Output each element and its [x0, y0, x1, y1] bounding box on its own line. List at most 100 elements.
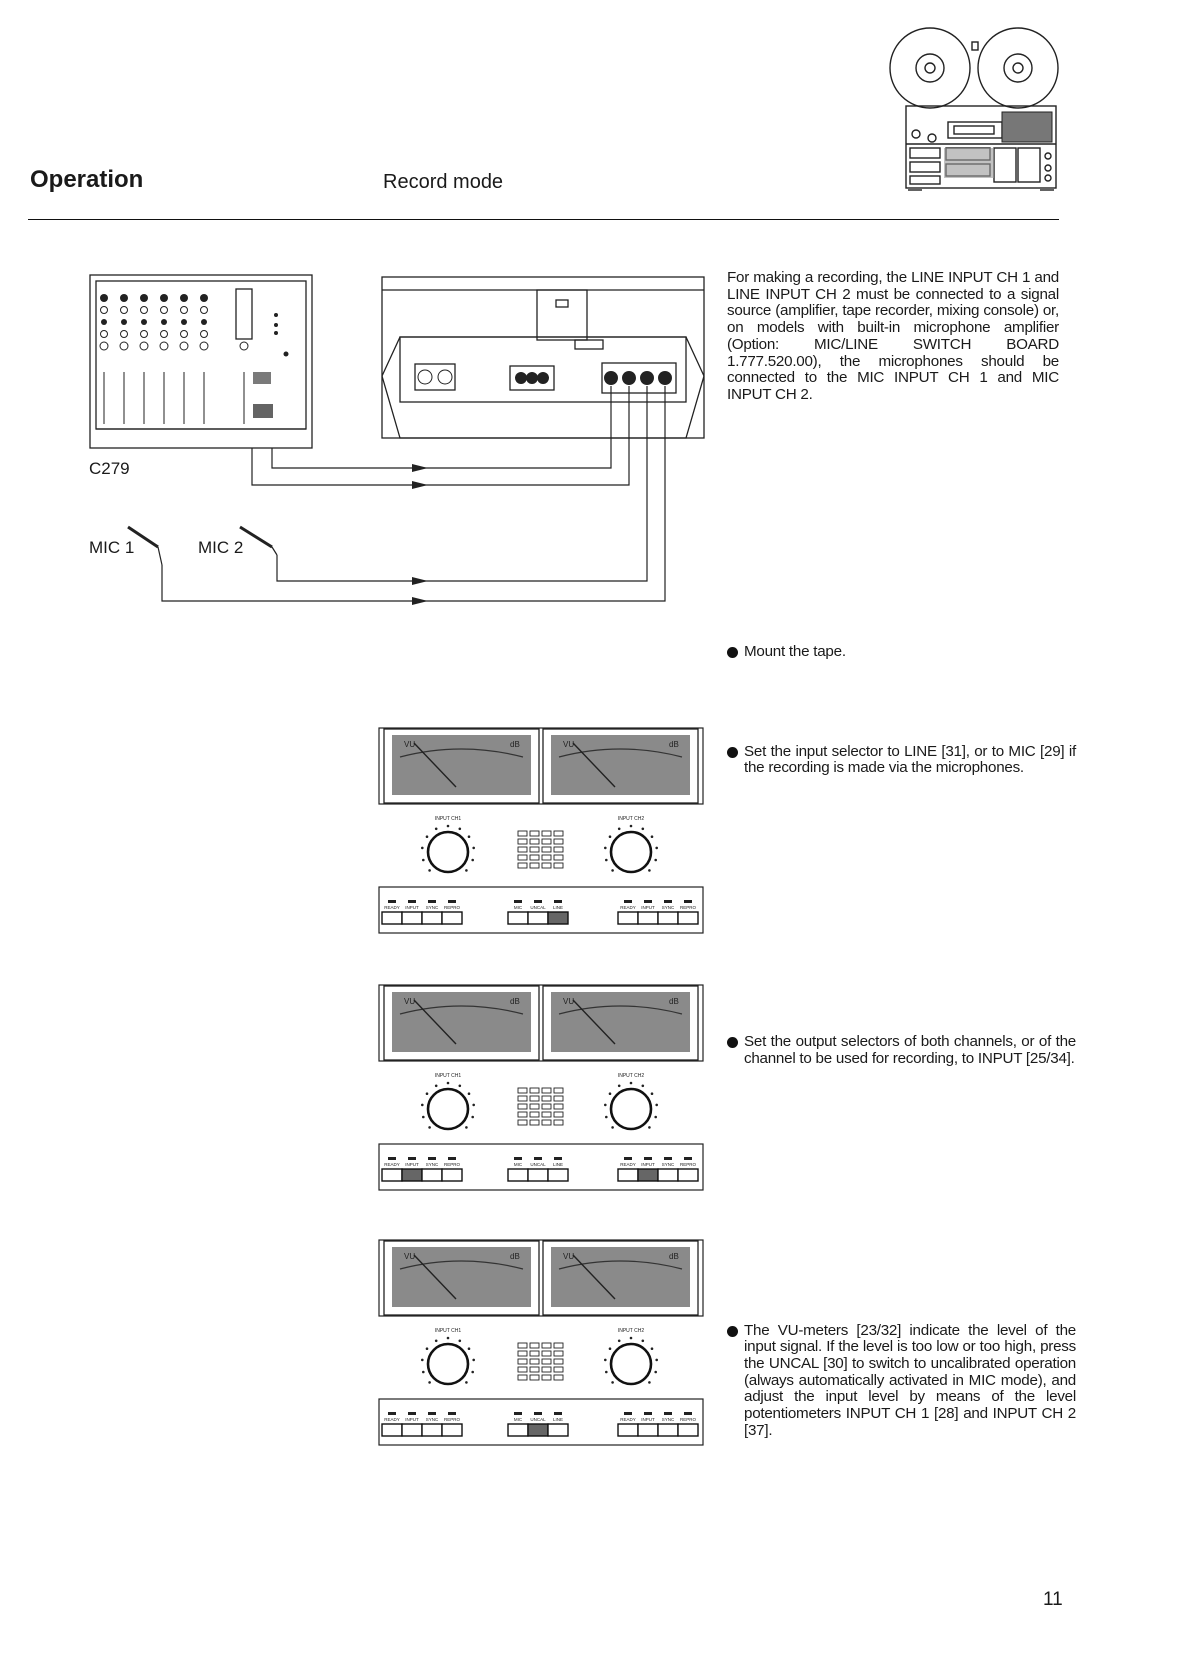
counter-cell [541, 1103, 552, 1110]
db-label: dB [510, 997, 520, 1006]
mixer-label: C279 [89, 459, 130, 478]
knob-scale-dot [650, 1347, 654, 1350]
selector-button [441, 1423, 463, 1437]
counter-cell [553, 1119, 564, 1126]
counter-cell [553, 1095, 564, 1102]
button-label: REPRO [444, 1162, 461, 1167]
counter-cell [541, 846, 552, 853]
counter-cell [529, 1374, 540, 1381]
counter-cell [541, 838, 552, 845]
knob-scale-dot [629, 1081, 633, 1085]
button-label: READY [384, 1162, 400, 1167]
knob-scale-dot [604, 846, 607, 850]
knob-scale-dot [655, 1103, 658, 1107]
vu-scale-arc [399, 1005, 524, 1015]
knob-scale-dot [422, 1370, 425, 1374]
selector-button [637, 911, 659, 925]
led-indicator [408, 1157, 416, 1160]
vu-needle [572, 999, 616, 1045]
button-label: UNCAL [530, 905, 546, 910]
counter-cell [553, 1350, 564, 1357]
knob-scale-dot [428, 1381, 431, 1384]
selector-button [507, 1423, 529, 1437]
button-label: REPRO [444, 1417, 461, 1422]
input-ch2-label: INPUT CH2 [618, 1073, 645, 1079]
button-label: INPUT [641, 1162, 655, 1167]
step-text: Mount the tape. [744, 643, 846, 660]
input-level-knob [426, 1087, 470, 1131]
counter-cell [553, 1342, 564, 1349]
meter-panel [378, 1239, 704, 1317]
button-label: MIC [514, 1417, 523, 1422]
knob-scale-dot [434, 1084, 438, 1088]
knob-scale-dot [471, 1115, 474, 1119]
knob-scale-dot [421, 1358, 424, 1362]
vu-label: VU [563, 1252, 574, 1261]
knob-scale-dot [617, 1339, 621, 1343]
counter-cell [541, 1366, 552, 1373]
counter-cell [517, 1119, 528, 1126]
counter-cell [529, 830, 540, 837]
counter-cell [529, 1087, 540, 1094]
knob-scale-dot [467, 1092, 471, 1095]
knob-scale-dot [428, 869, 431, 872]
selector-button [637, 1168, 659, 1182]
button-label: SYNC [662, 905, 675, 910]
bullet-icon [727, 746, 738, 758]
counter-cell [517, 1358, 528, 1365]
button-label: READY [620, 1417, 636, 1422]
counter-cell [529, 854, 540, 861]
counter-cell [529, 846, 540, 853]
button-label: UNCAL [530, 1417, 546, 1422]
led-indicator [554, 1412, 562, 1415]
selector-button [677, 1168, 699, 1182]
intro-text: For making a recording, the LINE INPUT C… [727, 269, 1059, 403]
button-label: SYNC [662, 1417, 675, 1422]
button-label: REPRO [680, 905, 697, 910]
knob-scale-dot [605, 1115, 608, 1119]
knob-scale-dot [608, 1092, 612, 1095]
led-indicator [388, 1157, 396, 1160]
knob-scale-dot [648, 1381, 651, 1384]
button-label: INPUT [405, 905, 419, 910]
vu-scale-arc [558, 1260, 683, 1270]
selector-button [527, 1168, 549, 1182]
button-label: REPRO [680, 1417, 697, 1422]
button-label: INPUT [641, 905, 655, 910]
step-input-selector: Set the input selector to LINE [31], or … [727, 743, 1076, 777]
led-indicator [428, 900, 436, 903]
vu-label: VU [563, 997, 574, 1006]
bullet-icon [727, 647, 738, 658]
button-label: READY [620, 1162, 636, 1167]
input-ch1-label: INPUT CH1 [435, 1073, 462, 1079]
led-indicator [534, 1412, 542, 1415]
counter-cell [517, 1111, 528, 1118]
led-indicator [514, 1412, 522, 1415]
vu-meter-frame [383, 1240, 540, 1316]
led-indicator [664, 1412, 672, 1415]
knob-scale-dot [421, 1103, 424, 1107]
vu-needle [413, 999, 457, 1045]
selector-button [527, 911, 549, 925]
knob-scale-dot [458, 1084, 462, 1088]
knob-scale-dot [641, 827, 645, 831]
input-ch2-label: INPUT CH2 [618, 816, 645, 822]
counter-cell [541, 1342, 552, 1349]
counter-cell [517, 1103, 528, 1110]
counter-cell [553, 1366, 564, 1373]
db-label: dB [669, 1252, 679, 1261]
button-label: REPRO [680, 1162, 697, 1167]
led-indicator [448, 900, 456, 903]
knob-scale-dot [611, 869, 614, 872]
led-indicator [644, 1412, 652, 1415]
knob-scale-dot [425, 835, 429, 838]
button-label: SYNC [426, 1417, 439, 1422]
button-label: INPUT [405, 1162, 419, 1167]
knob-scale-dot [641, 1339, 645, 1343]
knob-scale-dot [434, 1339, 438, 1343]
led-indicator [514, 900, 522, 903]
counter-cell [541, 1087, 552, 1094]
counter-cell [517, 862, 528, 869]
knob-scale-dot [654, 858, 657, 862]
led-indicator [408, 900, 416, 903]
